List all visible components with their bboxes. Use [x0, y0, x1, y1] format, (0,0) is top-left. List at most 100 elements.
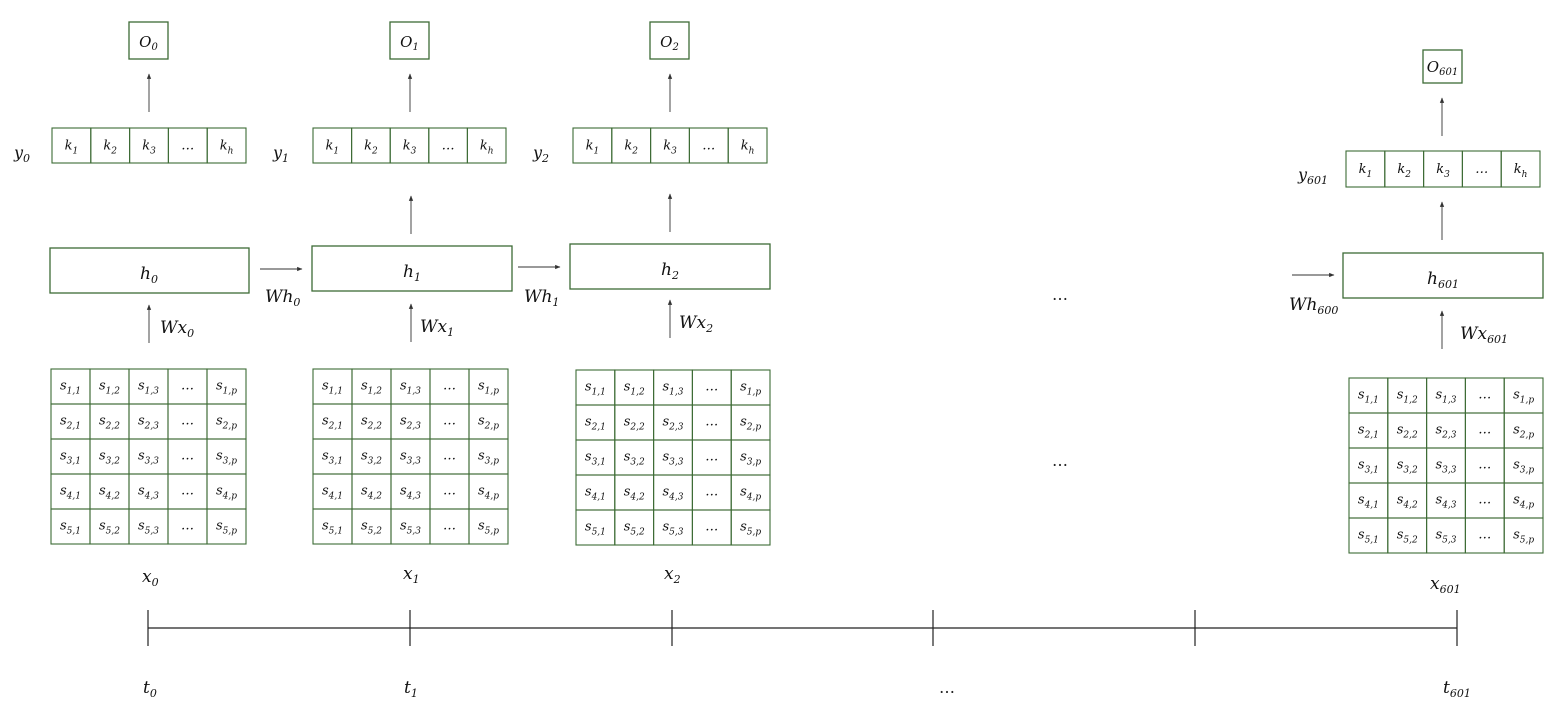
cell-label: s1,1 — [1358, 388, 1379, 406]
cell-label: s1,1 — [322, 379, 343, 397]
wx-label: Wx0 — [160, 318, 194, 340]
cell-label: s3,1 — [585, 450, 606, 468]
cell-label: k2 — [103, 139, 117, 157]
cell-label: s4,1 — [322, 484, 343, 502]
cell-label: s5,3 — [400, 519, 421, 537]
hidden-state-box — [1342, 252, 1544, 299]
cell-label: s2,p — [1513, 423, 1534, 441]
s-cell — [1503, 517, 1544, 554]
y-label: y2 — [532, 143, 549, 165]
cell-label: s2,3 — [1436, 423, 1457, 441]
cell-label: s3,3 — [1436, 458, 1457, 476]
cell-label: s4,3 — [400, 484, 421, 502]
k-cell — [466, 127, 507, 164]
cell-label: s5,p — [216, 519, 237, 537]
cell-label: … — [705, 415, 718, 430]
cell-label: s2,1 — [322, 414, 343, 432]
cell-label: kh — [480, 139, 494, 157]
hidden-state-box — [311, 245, 513, 292]
cell-label: s4,p — [740, 485, 761, 503]
cell-label: … — [702, 139, 715, 154]
cell-label: s5,3 — [1436, 528, 1457, 546]
output-label: O601 — [1427, 58, 1458, 78]
hidden-state-label: h1 — [403, 262, 421, 284]
cell-label: s1,1 — [60, 379, 81, 397]
cell-label: s5,p — [1513, 528, 1534, 546]
cell-label: s2,p — [478, 414, 499, 432]
cell-label: s2,1 — [1358, 423, 1379, 441]
cell-label: … — [705, 450, 718, 465]
hidden-state-box — [569, 243, 771, 290]
cell-label: s1,p — [1513, 388, 1534, 406]
cell-label: s3,2 — [99, 449, 120, 467]
x-label: x2 — [664, 564, 681, 586]
cell-label: s3,p — [216, 449, 237, 467]
cell-label: s5,3 — [663, 520, 684, 538]
cell-label: s5,2 — [99, 519, 120, 537]
cell-label: s3,3 — [663, 450, 684, 468]
cell-label: kh — [220, 139, 234, 157]
cell-label: s4,2 — [624, 485, 645, 503]
cell-label: s4,3 — [663, 485, 684, 503]
cell-label: k1 — [1359, 162, 1373, 180]
cell-label: … — [443, 484, 456, 499]
cell-label: s4,1 — [1358, 493, 1379, 511]
output-box — [1422, 49, 1463, 84]
cell-label: s3,3 — [138, 449, 159, 467]
cell-label: s3,1 — [322, 449, 343, 467]
s-cell — [468, 508, 509, 545]
cell-label: s1,2 — [99, 379, 120, 397]
cell-label: s1,3 — [400, 379, 421, 397]
cell-label: … — [705, 520, 718, 535]
cell-label: s4,1 — [60, 484, 81, 502]
cell-label: … — [181, 379, 194, 394]
cell-label: k3 — [663, 139, 677, 157]
x-label: x601 — [1430, 574, 1461, 596]
output-label: O1 — [400, 33, 419, 53]
cell-label: … — [181, 519, 194, 534]
cell-label: s3,2 — [361, 449, 382, 467]
cell-label: s1,p — [478, 379, 499, 397]
cell-label: s1,p — [740, 380, 761, 398]
y-label: y0 — [13, 143, 30, 165]
cell-label: s2,1 — [60, 414, 81, 432]
x-label: x0 — [142, 567, 159, 589]
hidden-state-box — [49, 247, 250, 294]
cell-label: s2,2 — [361, 414, 382, 432]
cell-label: s1,3 — [663, 380, 684, 398]
k-cell — [206, 127, 247, 164]
cell-label: s1,p — [216, 379, 237, 397]
cell-label: s2,p — [740, 415, 761, 433]
cell-label: s3,p — [740, 450, 761, 468]
cell-label: s5,1 — [1358, 528, 1379, 546]
cell-label: s2,p — [216, 414, 237, 432]
output-box — [128, 21, 169, 60]
timeline-label-t1: t1 — [404, 678, 418, 700]
timeline-label-t601: t601 — [1443, 678, 1471, 700]
cell-label: s5,1 — [322, 519, 343, 537]
cell-label: kh — [1514, 162, 1528, 180]
cell-label: … — [181, 449, 194, 464]
wh-label: Wh1 — [524, 287, 559, 309]
output-label: O0 — [139, 33, 158, 53]
cell-label: s5,p — [478, 519, 499, 537]
cell-label: s2,3 — [663, 415, 684, 433]
wh-in-label: Wh600 — [1289, 295, 1338, 317]
cell-label: s3,p — [1513, 458, 1534, 476]
cell-label: s3,2 — [1397, 458, 1418, 476]
cell-label: k1 — [65, 139, 79, 157]
cell-label: k3 — [1436, 162, 1450, 180]
cell-label: k2 — [364, 139, 378, 157]
cell-label: kh — [741, 139, 755, 157]
s-cell — [206, 508, 247, 545]
output-box — [649, 21, 690, 60]
k-cell — [727, 127, 768, 164]
